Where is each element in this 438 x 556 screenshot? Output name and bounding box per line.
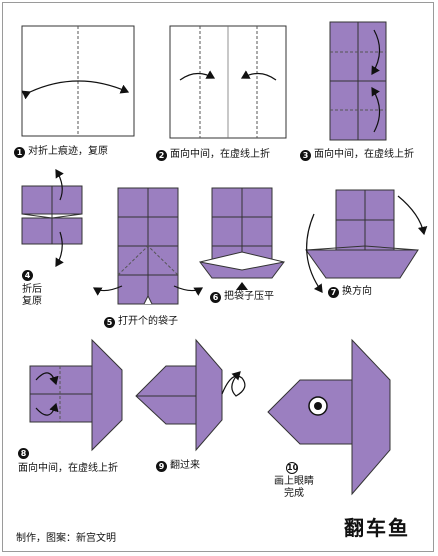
step6-figure (199, 187, 285, 290)
step3-figure (329, 21, 387, 141)
step3-text: 面向中间，在虚线上折 (314, 149, 414, 160)
step9-figure (135, 338, 246, 452)
step8-text: 面向中间，在虚线上折 (18, 463, 118, 474)
step8-figure (29, 338, 123, 452)
step10-figure (267, 338, 391, 496)
step6-text: 把袋子压平 (224, 291, 274, 302)
step1-figure (21, 25, 135, 137)
step3-label: 3 面向中间，在虚线上折 (300, 149, 414, 161)
page-frame (2, 2, 434, 552)
step5-figure (92, 187, 204, 305)
step4-text: 折后 复原 (22, 284, 42, 308)
step3-number: 3 (300, 149, 311, 161)
step4-text-line1: 折后 (22, 284, 42, 295)
step7-label: 7 换方向 (328, 286, 372, 298)
step1-label: 1 对折上痕迹，复原 (14, 146, 108, 158)
step8-number: 8 (18, 448, 29, 459)
step5-text: 打开个的袋子 (118, 316, 178, 327)
step4-figure (21, 168, 83, 268)
step8-number-wrap: 8 (18, 448, 32, 459)
credit-line: 制作，图案：新宫文明 (16, 533, 116, 544)
step10-text-line2: 完成 (284, 488, 304, 499)
step6-label: 6 把袋子压平 (210, 291, 274, 303)
step2-number: 2 (156, 149, 167, 161)
step2-figure (169, 25, 287, 139)
step10-text-line1: 画上眼睛 (274, 476, 314, 487)
step4-number-wrap: 4 (22, 270, 36, 281)
step1-text: 对折上痕迹，复原 (28, 146, 108, 157)
step5-number: 5 (104, 316, 115, 328)
step4-number: 4 (22, 270, 33, 281)
diagram-title: 翻车鱼 (344, 516, 410, 540)
step2-text: 面向中间，在虚线上折 (170, 149, 270, 160)
step7-number: 7 (328, 286, 339, 298)
step9-number: 9 (156, 460, 167, 472)
step6-number: 6 (210, 291, 221, 303)
step9-text: 翻过来 (170, 460, 200, 471)
step5-label: 5 打开个的袋子 (104, 316, 178, 328)
step4-text-line2: 复原 (22, 296, 42, 307)
step7-text: 换方向 (342, 286, 372, 297)
step7-figure (305, 189, 428, 293)
step10-number-wrap: 10 (286, 462, 301, 474)
step10-number: 10 (286, 462, 299, 474)
step1-number: 1 (14, 146, 25, 158)
step2-label: 2 面向中间，在虚线上折 (156, 149, 270, 161)
step9-label: 9 翻过来 (156, 460, 200, 472)
step10-text: 画上眼睛 完成 (270, 476, 318, 500)
